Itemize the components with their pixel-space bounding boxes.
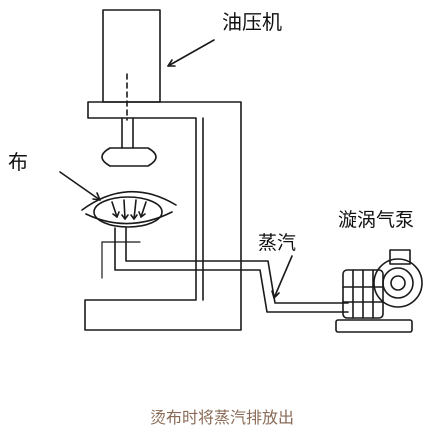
- press-pointer: [167, 39, 215, 67]
- cloth-underside: [85, 211, 173, 225]
- piston-rod: [121, 117, 134, 149]
- vortex-air-pump: [335, 249, 423, 333]
- steam-pipe: [101, 227, 349, 313]
- figure-caption: 烫布时将蒸汽排放出: [149, 408, 294, 427]
- steam-pointer: [273, 255, 293, 299]
- cloth-pointer: [59, 171, 101, 201]
- label-cloth: 布: [8, 150, 28, 174]
- label-hydraulic-press: 油压机: [222, 10, 282, 34]
- label-steam: 蒸汽: [258, 232, 297, 254]
- cloth-pointer-head: [92, 192, 101, 201]
- lower-press-plate: [93, 196, 163, 228]
- press-pointer-head: [167, 59, 176, 67]
- label-vortex-pump: 漩涡气泵: [338, 209, 415, 231]
- cloth: [81, 190, 177, 211]
- steam-arrows: [111, 199, 147, 220]
- hydraulic-cylinder: [102, 9, 161, 121]
- press-frame: [84, 101, 242, 331]
- upper-press-plate: [101, 147, 157, 167]
